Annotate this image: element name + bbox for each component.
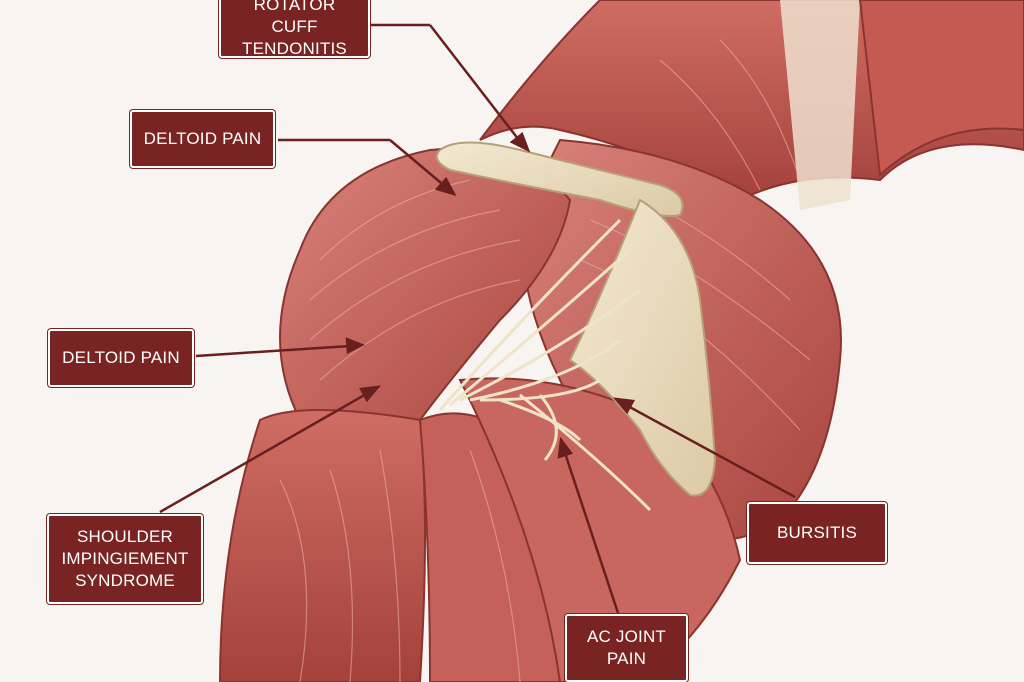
neck-tendon (780, 0, 860, 210)
pointer-line-deltoid-upper-diag (389, 139, 448, 189)
pointer-arrow-bursitis (612, 397, 635, 415)
pointer-line-impingement (159, 391, 369, 514)
label-bursitis: BURSITIS (747, 502, 887, 564)
pointer-line-rotator-cuff-diag (429, 24, 523, 145)
pointer-arrow-impingement (359, 385, 382, 403)
label-deltoid-pain-upper: DELTOID PAIN (130, 110, 275, 168)
label-deltoid-pain-middle: DELTOID PAIN (48, 329, 194, 387)
label-ac-joint-pain: AC JOINT PAIN (565, 614, 688, 682)
scapula-bone (568, 198, 717, 497)
pointer-arrow-ac-joint (557, 436, 574, 459)
clavicle-bone (435, 141, 684, 217)
pointer-line-deltoid-middle (195, 344, 351, 358)
neck-muscle-right (858, 0, 1024, 178)
pointer-line-bursitis (625, 403, 796, 499)
pointer-line-ac-joint (562, 449, 620, 614)
label-shoulder-impingement-syndrome: SHOULDER IMPINGIEMENT SYNDROME (47, 514, 203, 604)
upper-arm-muscle (218, 409, 426, 682)
label-rotator-cuff-tendonitis: ROTATOR CUFF TENDONITIS (219, 0, 370, 58)
pointer-lines (159, 23, 796, 614)
tendons (438, 218, 652, 512)
pointer-arrow-rotator-cuff (509, 131, 531, 153)
pointer-arrow-deltoid-middle (345, 337, 366, 354)
pointer-arrow-deltoid-upper (434, 176, 457, 197)
